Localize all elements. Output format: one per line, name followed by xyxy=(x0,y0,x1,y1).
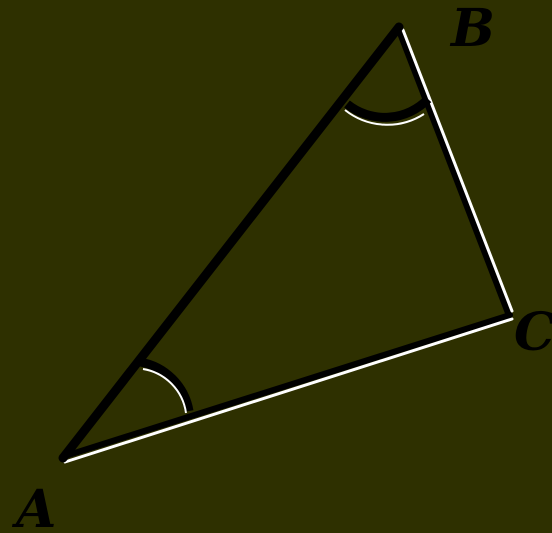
angle-mark-b-highlight xyxy=(344,109,425,126)
vertex-label-a: A xyxy=(11,479,56,533)
angle-mark-b-arc xyxy=(344,95,432,122)
angle-mark-a-highlight xyxy=(142,368,187,414)
edge-ac-shadow xyxy=(59,312,513,460)
edge-bc xyxy=(395,25,514,316)
edge-ac xyxy=(59,312,514,464)
edge-ac-highlight xyxy=(63,317,514,464)
angle-mark-b xyxy=(344,95,432,126)
angle-mark-a-arc xyxy=(139,357,194,412)
edge-ab xyxy=(58,22,404,463)
edge-bc-shadow xyxy=(395,25,511,316)
vertex-label-b: B xyxy=(449,0,495,59)
vertex-label-c: C xyxy=(514,302,552,363)
edge-bc-highlight xyxy=(401,28,514,313)
angle-mark-a xyxy=(139,357,194,414)
